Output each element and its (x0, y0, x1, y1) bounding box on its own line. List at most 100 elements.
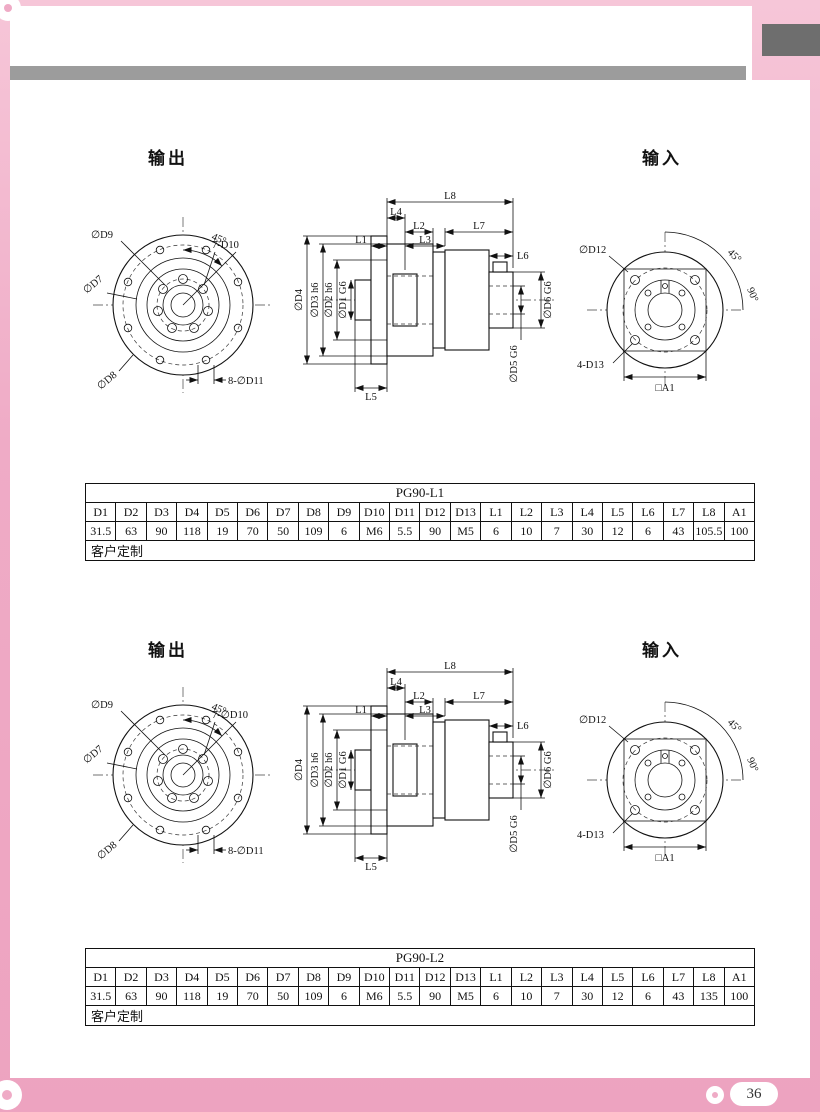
label-l7-l2: L7 (473, 691, 485, 702)
value-cell: 10 (510, 521, 543, 541)
value-cell: 12 (601, 521, 634, 541)
value-cell: M6 (358, 521, 391, 541)
column-header: D6 (237, 502, 269, 522)
column-header: D7 (267, 502, 299, 522)
column-header: L4 (571, 967, 603, 987)
value-cell: 105.5 (693, 521, 725, 541)
label-d6-l2: ∅D6 G6 (543, 751, 554, 788)
label-angle90-l2: 90° (744, 756, 760, 774)
column-header: L6 (632, 967, 664, 987)
column-header: D4 (176, 967, 208, 987)
output-title-l1: 输出 (148, 149, 188, 168)
value-cell: 100 (723, 521, 756, 541)
column-header: A1 (723, 502, 756, 522)
table-note-row: 客户定制 (85, 1005, 755, 1026)
rear-geometry-l1 (587, 231, 744, 388)
value-cell: 5.5 (389, 521, 421, 541)
label-d3-l2: ∅D3 h6 (310, 752, 321, 787)
label-7holes-l1: 7-D10 (212, 240, 239, 251)
rear-view-l2: ∅D12 45° 90° 4-D13 □A1 (577, 701, 760, 864)
label-d2-l2: ∅D2 h6 (324, 752, 335, 787)
label-l6-l1: L6 (517, 251, 529, 262)
label-l5-l2: L5 (365, 862, 377, 873)
table-note: 客户定制 (85, 1005, 755, 1026)
gear-ornament-bottom-right (706, 1086, 724, 1104)
label-l2-l1: L2 (413, 221, 425, 232)
label-angle90-l1: 90° (744, 286, 760, 304)
column-header: D8 (297, 502, 330, 522)
table-note: 客户定制 (85, 540, 755, 561)
value-cell: 30 (571, 521, 603, 541)
column-header: D2 (115, 967, 147, 987)
value-cell: 50 (267, 986, 299, 1006)
value-cell: 6 (480, 521, 512, 541)
value-cell: 5.5 (389, 986, 421, 1006)
value-cell: 118 (176, 986, 208, 1006)
table-title: PG90-L2 (85, 948, 755, 968)
label-l8-l1: L8 (444, 191, 456, 202)
label-l6-l2: L6 (517, 721, 529, 732)
table-title-row: PG90-L2 (85, 948, 755, 968)
column-header: D10 (358, 502, 391, 522)
label-l5-l1: L5 (365, 392, 377, 403)
label-d4-l1: ∅D4 (294, 288, 305, 311)
value-cell: 6 (632, 521, 664, 541)
column-header: L1 (480, 967, 512, 987)
rear-geometry-l2 (587, 701, 744, 858)
column-header: D9 (328, 967, 360, 987)
value-cell: 90 (419, 521, 451, 541)
column-header: D12 (419, 967, 451, 987)
table-note-row: 客户定制 (85, 540, 755, 561)
input-title-l2: 输入 (642, 641, 682, 660)
value-cell: 12 (601, 986, 634, 1006)
table-title-row: PG90-L1 (85, 483, 755, 503)
column-header: D7 (267, 967, 299, 987)
label-d6-l1: ∅D6 G6 (543, 281, 554, 318)
label-front-angle-l1: 45° (210, 232, 228, 248)
label-d5-l2: ∅D5 G6 (509, 815, 520, 852)
header-dark-block (762, 24, 820, 56)
header-gray-bar (10, 66, 746, 80)
label-d1-l2: ∅D1 G6 (338, 751, 349, 788)
side-geometry-l2 (323, 705, 555, 835)
label-l2-l2: L2 (413, 691, 425, 702)
front-geometry-l1 (93, 217, 273, 393)
label-l1-l2: L1 (355, 705, 367, 716)
label-8holes-l2: 8-∅D11 (228, 846, 264, 857)
column-header: D13 (449, 967, 482, 987)
column-header: D1 (84, 967, 117, 987)
value-cell: 70 (237, 986, 269, 1006)
value-cell: 100 (723, 986, 756, 1006)
side-view-l2: L8 L4 L2 L7 L1 L3 L6 ∅D4 ∅D3 h6 (294, 661, 555, 873)
label-front-angle-l2: 45° (210, 702, 228, 718)
value-cell: M5 (449, 986, 482, 1006)
label-7holes-l2: 7-∅D10 (212, 710, 248, 721)
label-d7-l2: ∅D7 (81, 744, 105, 767)
column-header: L8 (693, 967, 725, 987)
table-title: PG90-L1 (85, 483, 755, 503)
value-cell: 63 (115, 986, 147, 1006)
value-cell: 70 (237, 521, 269, 541)
value-cell: 90 (145, 521, 178, 541)
side-view-l1: L8 L4 L2 L7 L1 L3 L6 ∅D4 ∅D3 h6 (294, 191, 555, 403)
value-cell: 90 (419, 986, 451, 1006)
value-cell: 31.5 (84, 986, 117, 1006)
value-cell: 6 (328, 521, 360, 541)
label-a1-l2: □A1 (655, 853, 674, 864)
column-header: L3 (541, 502, 573, 522)
label-d3-l1: ∅D3 h6 (310, 282, 321, 317)
label-4holes-l1: 4-D13 (577, 360, 604, 371)
value-cell: 109 (297, 986, 330, 1006)
column-header: L4 (571, 502, 603, 522)
label-d7-l1: ∅D7 (81, 274, 105, 297)
label-d2-l1: ∅D2 h6 (324, 282, 335, 317)
label-a1-l1: □A1 (655, 383, 674, 394)
rear-view-l1: ∅D12 45° 90° 4-D13 □A1 (577, 231, 760, 394)
value-cell: 10 (510, 986, 543, 1006)
column-header: D6 (237, 967, 269, 987)
label-l3-l2: L3 (419, 705, 431, 716)
column-header: L2 (510, 502, 543, 522)
